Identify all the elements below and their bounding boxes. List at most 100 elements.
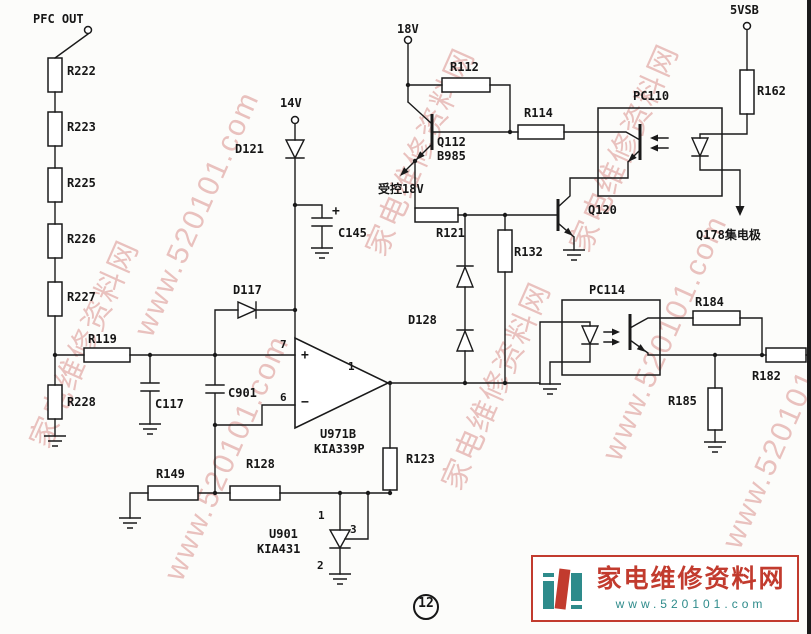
label-opamp-pin7: 7 <box>280 338 287 351</box>
label-r114: R114 <box>524 106 553 120</box>
label-d128: D128 <box>408 313 437 327</box>
site-logo: 家电维修资料网 www.520101.com <box>531 555 799 622</box>
q112-emitter-arrow <box>416 151 425 160</box>
resistor-r149 <box>147 485 199 501</box>
optocoupler-pc110-box <box>597 107 723 197</box>
ground-symbol <box>328 573 352 585</box>
label-c145: C145 <box>338 226 367 240</box>
optocoupler-pc114-box <box>561 299 661 376</box>
diode-d128-b <box>455 329 475 352</box>
label-r184: R184 <box>695 295 724 309</box>
resistor-r223 <box>47 111 63 147</box>
led-pc110 <box>690 137 710 158</box>
label-r119: R119 <box>88 332 117 346</box>
controlled-18v-arrow <box>400 167 409 176</box>
diode-d121 <box>284 139 306 160</box>
q178-collector-arrow <box>735 206 745 216</box>
page-edge-shadow <box>807 0 811 634</box>
label-r123: R123 <box>406 452 435 466</box>
label-r227: R227 <box>67 290 96 304</box>
q120-emitter-arrow <box>564 227 573 236</box>
label-opamp-pin6: 6 <box>280 391 287 404</box>
label-r149: R149 <box>156 467 185 481</box>
label-18v: 18V <box>397 22 419 36</box>
ground-symbol <box>703 441 727 453</box>
label-pc114: PC114 <box>589 283 626 297</box>
resistor-r225 <box>47 167 63 203</box>
label-r222: R222 <box>67 64 96 78</box>
label-opamp-minus: − <box>301 395 309 410</box>
resistor-r114 <box>517 124 565 140</box>
label-r223: R223 <box>67 120 96 134</box>
label-r128: R128 <box>246 457 275 471</box>
ground-symbol <box>310 247 334 259</box>
label-r132: R132 <box>514 245 543 259</box>
label-r121: R121 <box>436 226 465 240</box>
logo-site-name: 家电维修资料网 <box>596 565 786 594</box>
ground-symbol <box>538 383 562 395</box>
label-u901-pin1: 1 <box>318 509 325 522</box>
pc114-emitter-arrow <box>636 344 646 352</box>
pc110-light-arrow <box>650 144 658 152</box>
pc114-light-arrow <box>612 338 620 346</box>
resistor-r121 <box>414 207 459 223</box>
terminal-18v <box>403 35 413 45</box>
resistor-r228 <box>47 384 63 420</box>
page-number-badge: 12 <box>413 594 439 620</box>
terminal-pfc-out <box>83 25 93 35</box>
label-r185: R185 <box>668 394 697 408</box>
label-u901-pin2: 2 <box>317 559 324 572</box>
resistor-r226 <box>47 223 63 259</box>
label-u901: U901 <box>269 527 298 541</box>
resistor-r132 <box>497 229 513 273</box>
junction-dots <box>52 82 765 496</box>
label-b985: B985 <box>437 149 466 163</box>
label-d121: D121 <box>235 142 264 156</box>
ground-symbol <box>562 249 586 261</box>
label-c901: C901 <box>228 386 257 400</box>
label-r112: R112 <box>450 60 479 74</box>
label-kia339p: KIA339P <box>314 442 365 456</box>
label-r225: R225 <box>67 176 96 190</box>
diode-d128-a <box>455 265 475 288</box>
label-r228: R228 <box>67 395 96 409</box>
resistor-r182 <box>765 347 807 363</box>
opamp-triangle <box>294 336 390 430</box>
resistor-r227 <box>47 281 63 317</box>
arrowheads <box>400 134 745 352</box>
logo-text-block: 家电维修资料网 www.520101.com <box>593 566 789 611</box>
label-opamp-pin1: 1 <box>348 360 355 373</box>
label-c117: C117 <box>155 397 184 411</box>
books-icon <box>543 568 582 610</box>
resistor-r119 <box>83 347 131 363</box>
resistor-r185 <box>707 387 723 431</box>
resistor-r162 <box>739 69 755 115</box>
pc110-emitter-arrow <box>628 153 637 162</box>
label-pfc-out: PFC OUT <box>33 12 84 26</box>
led-pc114 <box>580 325 600 346</box>
resistor-r112 <box>441 77 491 93</box>
transistor-bars <box>430 114 642 350</box>
label-r182: R182 <box>752 369 781 383</box>
diode-symbols <box>237 137 710 550</box>
label-q178-collector: Q178集电极 <box>696 228 761 242</box>
label-q112: Q112 <box>437 135 466 149</box>
label-c145-polarity: + <box>332 204 340 219</box>
resistor-r128 <box>229 485 281 501</box>
label-u901-pin3: 3 <box>350 523 357 536</box>
resistor-bodies <box>47 57 807 501</box>
label-opamp-plus: + <box>301 348 309 363</box>
label-u971b: U971B <box>320 427 357 441</box>
label-controlled-18v: 受控18V <box>378 182 424 196</box>
pc110-light-arrow <box>650 134 658 142</box>
resistor-r123 <box>382 447 398 491</box>
diode-d117 <box>237 300 258 320</box>
terminal-14v <box>290 115 300 125</box>
ground-symbol <box>118 517 142 529</box>
resistor-r184 <box>692 310 741 326</box>
label-q120: Q120 <box>588 203 617 217</box>
terminal-5vsb <box>742 21 752 31</box>
resistor-r222 <box>47 57 63 93</box>
